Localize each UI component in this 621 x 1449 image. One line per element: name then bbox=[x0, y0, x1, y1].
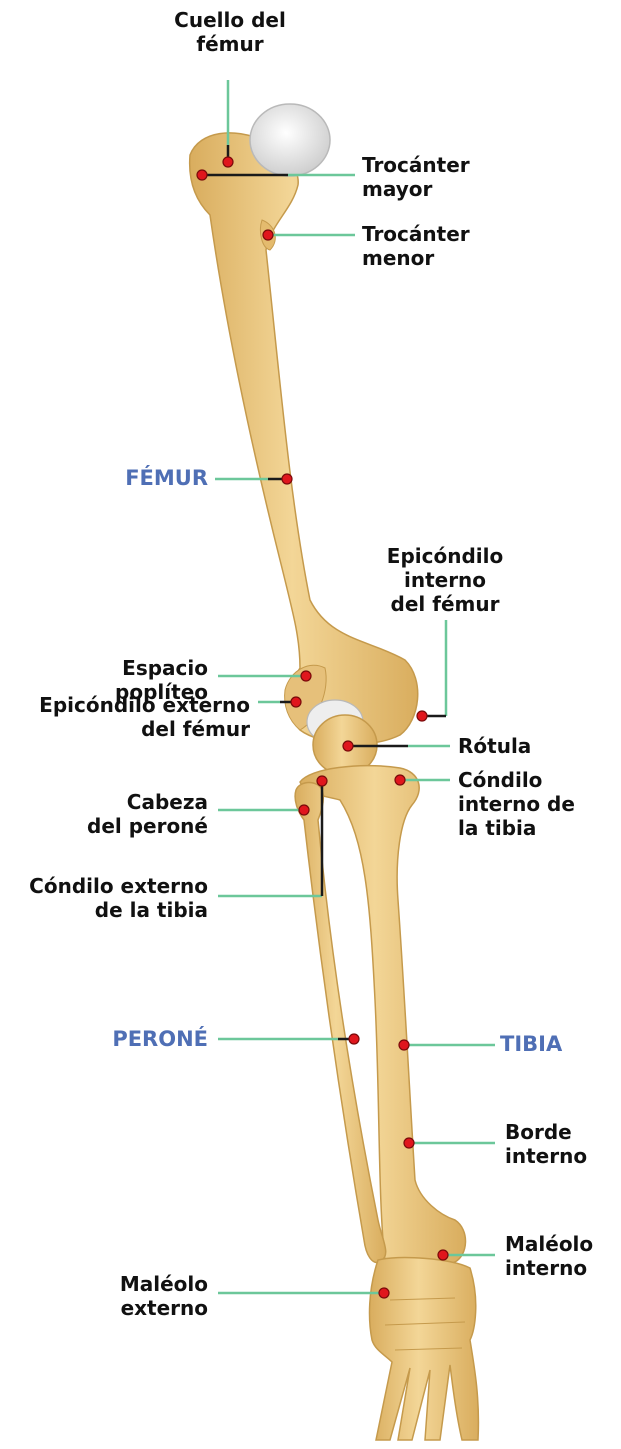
foot-bones bbox=[370, 1258, 479, 1440]
label-epicondilo-interno: Epicóndilo interno del fémur bbox=[370, 544, 520, 616]
label-epicondilo-externo: Epicóndilo externo del fémur bbox=[18, 693, 250, 741]
label-trocanter-menor: Trocánter menor bbox=[362, 222, 512, 270]
label-cuello-del-femur: Cuello del fémur bbox=[150, 8, 310, 56]
red-dot-icon bbox=[291, 697, 301, 707]
label-cabeza-del-perone: Cabeza del peroné bbox=[60, 790, 208, 838]
red-dot-icon bbox=[349, 1034, 359, 1044]
red-dot-icon bbox=[299, 805, 309, 815]
femoral-head bbox=[250, 104, 330, 176]
label-tibia: TIBIA bbox=[500, 1032, 610, 1056]
label-femur: FÉMUR bbox=[80, 466, 208, 490]
label-condilo-externo-tibia: Cóndilo externo de la tibia bbox=[10, 874, 208, 922]
label-rotula: Rótula bbox=[458, 734, 578, 758]
red-dot-icon bbox=[417, 711, 427, 721]
red-dot-icon bbox=[438, 1250, 448, 1260]
red-dot-icon bbox=[317, 776, 327, 786]
label-perone: PERONÉ bbox=[80, 1027, 208, 1051]
red-dot-icon bbox=[395, 775, 405, 785]
red-dot-icon bbox=[379, 1288, 389, 1298]
red-dot-icon bbox=[404, 1138, 414, 1148]
label-maleolo-interno: Maléolo interno bbox=[505, 1232, 615, 1280]
red-dot-icon bbox=[399, 1040, 409, 1050]
red-dot-icon bbox=[301, 671, 311, 681]
label-borde-interno: Borde interno bbox=[505, 1120, 615, 1168]
label-maleolo-externo: Maléolo externo bbox=[60, 1272, 208, 1320]
red-dot-icon bbox=[263, 230, 273, 240]
red-dot-icon bbox=[282, 474, 292, 484]
red-dot-icon bbox=[197, 170, 207, 180]
tibia-bone bbox=[300, 766, 466, 1268]
label-trocanter-mayor: Trocánter mayor bbox=[362, 153, 512, 201]
red-dot-icon bbox=[343, 741, 353, 751]
label-condilo-interno-tibia: Cóndilo interno de la tibia bbox=[458, 768, 598, 840]
red-dot-icon bbox=[223, 157, 233, 167]
